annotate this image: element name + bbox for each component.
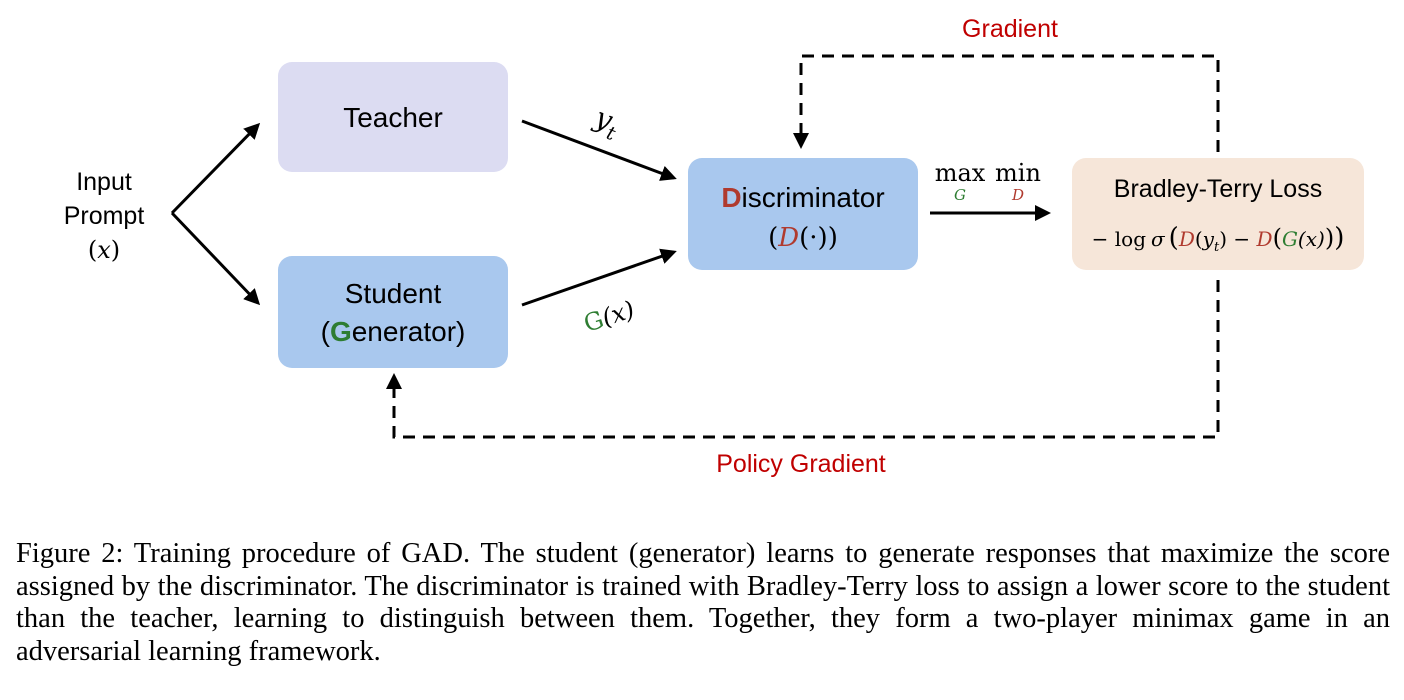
student-label-line1: Student	[345, 278, 442, 309]
max-operator: max	[935, 159, 986, 187]
generator-g-letter: G	[330, 316, 352, 347]
input-prompt-line1: Input	[76, 168, 132, 196]
min-subscript: D	[1011, 186, 1024, 204]
teacher-box	[278, 62, 508, 172]
discriminator-node: Discriminator (D(·))	[688, 158, 918, 270]
discriminator-label: Discriminator	[721, 182, 884, 213]
student-box	[278, 256, 508, 368]
policy-gradient-label: Policy Gradient	[716, 450, 886, 478]
loss-formula: − log σ(D(yt) − D(G(x)))	[1092, 223, 1345, 255]
discriminator-function: (D(·))	[768, 223, 838, 253]
arrow-input-to-student	[170, 211, 261, 306]
student-output-label: G(x)	[580, 295, 638, 338]
input-prompt-line2: Prompt	[64, 202, 145, 230]
max-subscript: G	[954, 186, 966, 204]
gradient-label: Gradient	[962, 15, 1058, 43]
arrow-input-to-teacher	[170, 122, 261, 215]
arrow-teacher-to-discriminator	[521, 119, 677, 181]
gradient-feedback-path	[793, 54, 1220, 152]
student-label-line2: (Generator)	[321, 316, 466, 347]
loss-box	[1072, 158, 1364, 270]
input-prompt-variable: (x)	[88, 236, 120, 264]
figure-caption: Figure 2: Training procedure of GAD. The…	[16, 538, 1390, 667]
teacher-label: Teacher	[343, 102, 443, 133]
arrow-student-to-discriminator	[521, 248, 677, 307]
gad-training-diagram: Input Prompt (x) Teacher Student (Genera…	[64, 15, 1364, 478]
loss-node: Bradley-Terry Loss − log σ(D(yt) − D(G(x…	[1072, 158, 1364, 270]
policy-gradient-feedback-path	[386, 280, 1220, 439]
minimax-objective: max G min D	[935, 159, 1041, 204]
teacher-node: Teacher	[278, 62, 508, 172]
teacher-output-label: yt	[587, 100, 625, 145]
loss-title: Bradley-Terry Loss	[1114, 175, 1322, 203]
discriminator-d-letter: D	[721, 182, 741, 213]
discriminator-box	[688, 158, 918, 270]
student-node: Student (Generator)	[278, 256, 508, 368]
min-operator: min	[995, 159, 1041, 187]
input-prompt-node: Input Prompt (x)	[64, 168, 145, 264]
